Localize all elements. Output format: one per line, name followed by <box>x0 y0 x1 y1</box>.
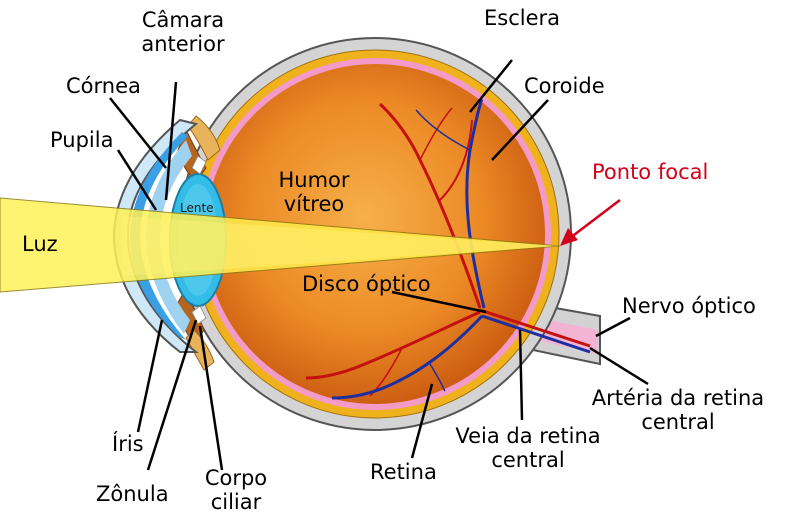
label-arteria-retina-central: Artéria da retina central <box>578 386 778 434</box>
label-camara-anterior: Câmara anterior <box>128 8 238 56</box>
label-humor-line2: vítreo <box>264 192 364 216</box>
label-lente: Lente <box>180 201 214 215</box>
label-ponto-focal: Ponto focal <box>592 160 708 184</box>
label-nervo-optico: Nervo óptico <box>622 294 756 318</box>
label-arteria-line1: Artéria da retina <box>578 386 778 410</box>
label-corpo-ciliar: Corpo ciliar <box>196 466 276 514</box>
label-zonula: Zônula <box>96 482 169 506</box>
label-camara-line1: Câmara <box>128 8 238 32</box>
label-corpo-line2: ciliar <box>196 490 276 514</box>
label-esclera: Esclera <box>484 6 560 30</box>
label-cornea: Córnea <box>66 74 141 98</box>
label-camara-line2: anterior <box>128 32 238 56</box>
label-humor-vitreo: Humor vítreo <box>264 168 364 216</box>
label-corpo-line1: Corpo <box>196 466 276 490</box>
label-luz: Luz <box>22 232 58 256</box>
label-iris: Íris <box>112 432 144 456</box>
label-veia-retina-central: Veia da retina central <box>448 424 608 472</box>
label-disco-optico: Disco óptico <box>302 272 431 296</box>
label-veia-line1: Veia da retina <box>448 424 608 448</box>
label-coroide: Coroide <box>524 74 605 98</box>
label-humor-line1: Humor <box>264 168 364 192</box>
label-arteria-line2: central <box>578 410 778 434</box>
label-retina: Retina <box>370 460 437 484</box>
label-pupila: Pupila <box>50 128 113 152</box>
label-veia-line2: central <box>448 448 608 472</box>
